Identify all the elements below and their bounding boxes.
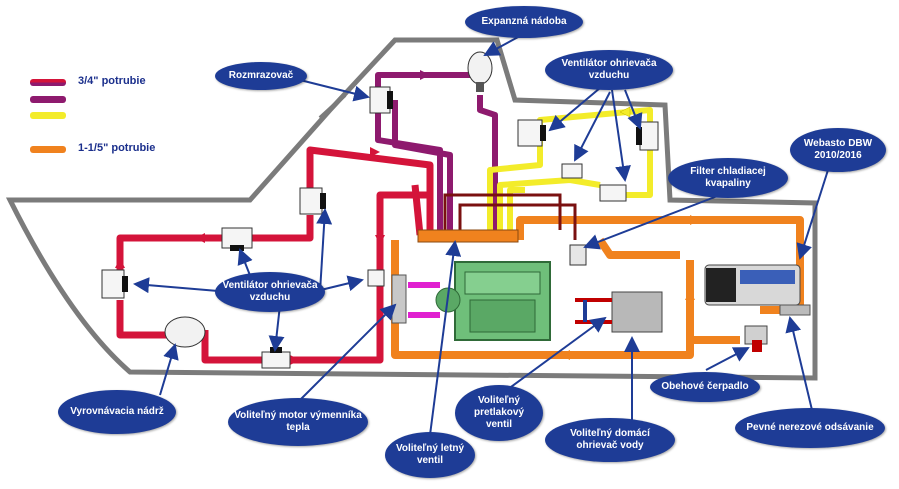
manifold-pipes	[443, 193, 577, 240]
air-heater-unit-icon	[599, 184, 627, 202]
legend-item-red: 3/4" potrubie	[30, 75, 170, 95]
callout-webasto: Webasto DBW 2010/2016	[790, 128, 886, 172]
legend-swatch-yellow	[30, 112, 66, 119]
callout-summer-valve: Voliteľný letný ventil	[385, 432, 475, 478]
red-pipe-loop	[116, 146, 434, 364]
air-heater-unit-icon	[517, 119, 546, 147]
webasto-heater-icon	[704, 264, 811, 316]
legend-item-yellow	[30, 108, 170, 128]
callout-air-fan-top: Ventilátor ohrievača vzduchu	[545, 50, 673, 90]
air-heater-unit-icon	[299, 187, 326, 215]
legend-label: 3/4" potrubie	[78, 75, 146, 87]
expansion-tank-icon	[467, 51, 493, 92]
coolant-filter-icon	[569, 244, 587, 266]
heat-exchanger	[391, 274, 407, 324]
air-heater-unit-icon	[561, 163, 583, 179]
callout-circulation-pump: Obehové čerpadlo	[650, 372, 760, 402]
callout-exhaust: Pevné nerezové odsávanie	[735, 408, 885, 448]
air-heater-unit-icon	[367, 269, 385, 287]
legend-swatch-red	[30, 79, 66, 86]
callout-expansion-reservoir: Vyrovnávacia nádrž	[58, 390, 176, 434]
callout-water-heater: Voliteľný domácí ohrievač vody	[545, 418, 675, 462]
air-heater-unit-icon	[369, 86, 393, 114]
callout-defroster: Rozmrazovač	[215, 62, 307, 90]
callout-pressure-valve: Voliteľný pretlakový ventil	[455, 385, 543, 441]
callout-heat-exchanger-motor: Voliteľný motor výmenníka tepla	[228, 398, 368, 446]
legend-item-orange: 1-1/5" potrubie	[30, 142, 170, 162]
air-heater-unit-icon	[101, 269, 128, 299]
callout-expansion-tank: Expanzná nádoba	[465, 6, 583, 38]
expansion-tank-icon	[164, 316, 206, 348]
magenta-pipe	[408, 282, 440, 318]
legend-item-purple	[30, 92, 170, 112]
legend-swatch-orange	[30, 146, 66, 153]
callout-coolant-filter: Filter chladiacej kvapaliny	[668, 158, 788, 198]
cabin-inner-line	[318, 93, 347, 120]
legend-label: 1-1/5" potrubie	[78, 142, 156, 154]
air-heater-unit-icon	[636, 121, 659, 151]
flow-arrows	[115, 70, 700, 365]
coolant-manifold	[417, 229, 519, 243]
callout-air-fan-left: Ventilátor ohrievača vzduchu	[215, 272, 325, 312]
circulation-pump-icon	[744, 325, 768, 352]
engine-icon	[435, 261, 551, 341]
air-heater-unit-icon	[221, 227, 253, 251]
legend-swatch-purple	[30, 96, 66, 103]
